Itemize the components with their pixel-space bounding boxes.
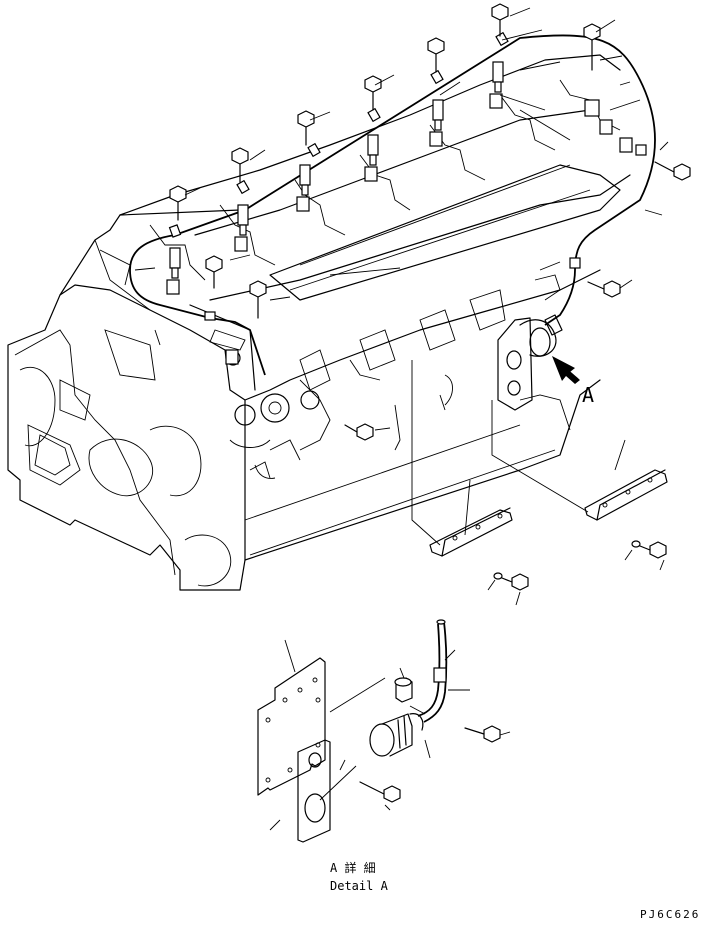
bolt: [491, 3, 509, 37]
injector-3: [296, 164, 311, 212]
detail-title-jp: A 詳 細: [330, 860, 376, 875]
washer: [631, 540, 641, 548]
bolt: [205, 255, 223, 289]
bolt: [511, 573, 529, 591]
bolt: [249, 280, 267, 319]
bolt: [364, 75, 382, 111]
bolt: [654, 161, 691, 181]
bolt: [344, 423, 374, 441]
connector-bracket: [497, 274, 563, 411]
bolt: [169, 185, 187, 221]
view-arrow-a: A: [552, 356, 594, 407]
detail-a: [257, 619, 501, 843]
injector-1: [166, 247, 181, 295]
washer: [493, 572, 503, 580]
injector-4: [364, 134, 379, 182]
engine-block: [7, 54, 631, 591]
detail-title-en: Detail A: [330, 879, 389, 893]
bolt: [427, 37, 445, 73]
bolt: [483, 725, 501, 743]
injector-row: [166, 61, 633, 365]
bolt: [587, 280, 621, 298]
leader-lines: [134, 7, 669, 831]
view-arrow-label: A: [582, 383, 594, 407]
bolts-top: [169, 3, 691, 441]
injector-6: [489, 61, 504, 109]
bolt: [383, 785, 401, 803]
injector-5: [429, 99, 444, 147]
injector-2: [234, 204, 249, 252]
bolt: [649, 541, 667, 559]
bolt: [583, 23, 601, 71]
drawing-number: PJ6C626: [640, 908, 700, 921]
fuel-return-pipe: [129, 31, 656, 376]
bolt: [297, 110, 315, 146]
bracket-right: [584, 469, 668, 559]
bolt: [231, 147, 249, 183]
bracket-center: [429, 507, 529, 591]
